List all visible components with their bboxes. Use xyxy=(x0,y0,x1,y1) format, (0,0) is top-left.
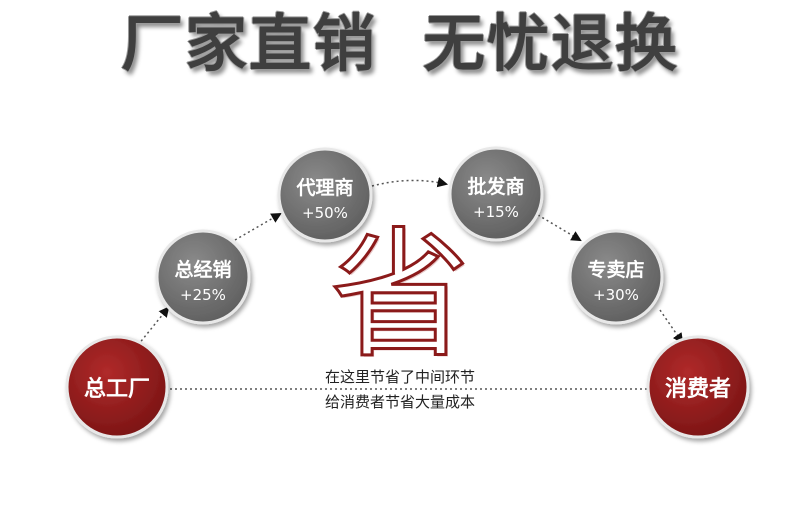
arrow-factory-to-distributor xyxy=(137,306,170,346)
node-wholesaler-label: 批发商 xyxy=(467,175,524,198)
node-agent: 代理商 +50% xyxy=(277,147,373,243)
headline-left: 厂家直销 xyxy=(120,7,377,80)
arrow-wholesaler-to-retailer xyxy=(537,214,582,242)
node-distributor: 总经销 +25% xyxy=(155,229,251,325)
node-factory: 总工厂 xyxy=(65,335,169,439)
node-distributor-label: 总经销 xyxy=(174,258,231,281)
node-wholesaler: 批发商 +15% xyxy=(448,146,544,242)
node-consumer: 消费者 xyxy=(646,335,750,439)
node-agent-pct: +50% xyxy=(302,204,348,222)
node-consumer-label: 消费者 xyxy=(665,377,731,402)
caption-line-1: 在这里节省了中间环节 xyxy=(250,367,550,387)
node-factory-label: 总工厂 xyxy=(84,376,150,402)
arrow-distributor-to-agent xyxy=(234,212,282,241)
save-character: 省 xyxy=(329,215,472,378)
headline-right: 无忧退换 xyxy=(423,7,680,80)
headline: 厂家直销无忧退换 xyxy=(0,4,800,84)
node-retailer-pct: +30% xyxy=(593,286,639,304)
node-agent-label: 代理商 xyxy=(295,176,353,199)
arrow-retailer-to-consumer xyxy=(659,309,684,344)
node-distributor-pct: +25% xyxy=(180,286,226,304)
node-retailer: 专卖店 +30% xyxy=(568,229,664,325)
caption-line-2: 给消费者节省大量成本 xyxy=(250,392,550,412)
node-retailer-label: 专卖店 xyxy=(587,258,644,281)
arrow-agent-to-wholesaler xyxy=(371,177,449,188)
node-wholesaler-pct: +15% xyxy=(473,203,519,221)
